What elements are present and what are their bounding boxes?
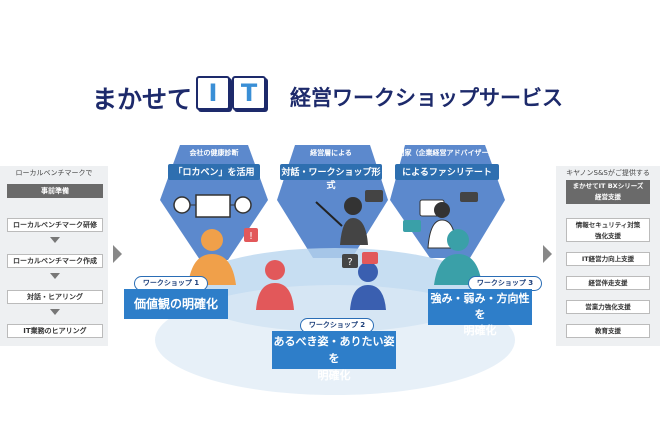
presenter-figure	[315, 190, 383, 245]
down-arrow-icon	[50, 273, 60, 279]
support-series-label: まかせてIT BXシリーズ 経営支援	[566, 180, 650, 204]
service-title: 経営ワークショップサービス	[290, 86, 563, 110]
brand-logo-text: まかせて	[92, 85, 193, 114]
brand-logo-t-tile: T	[232, 76, 266, 110]
left-panel-heading: ローカルベンチマークで	[15, 169, 93, 177]
hex2-caption: 経営層による	[310, 149, 352, 157]
workshop3-line2: 明確化	[463, 324, 497, 337]
brand-logo-i-tile: I	[196, 76, 230, 110]
step-benchmark-training: ローカルベンチマーク研修	[7, 218, 103, 232]
health-chart-icon	[173, 194, 252, 218]
support-series-line2: 経営支援	[595, 193, 621, 201]
workshop2-line1: あるべき姿・ありたい姿を	[273, 335, 395, 365]
participant-red	[256, 260, 294, 310]
support-series-line1: まかせてIT BXシリーズ	[572, 182, 644, 190]
service-security-line2: 強化支援	[595, 232, 621, 240]
hex3-caption: 専門家（企業経営アドバイザー）	[390, 149, 496, 157]
workshop2-line2: 明確化	[317, 369, 351, 382]
down-arrow-icon	[50, 309, 60, 315]
hex1-caption: 会社の健康診断	[189, 149, 239, 157]
workshop3-line1: 強み・弱み・方向性を	[430, 292, 530, 321]
participant-blue: ?	[342, 252, 386, 310]
hex2-main: 対話・ワークショップ形式	[281, 168, 381, 191]
workshop-illustration: ! ?	[155, 145, 515, 395]
step-it-hearing: IT業務のヒアリング	[7, 324, 103, 338]
service-sales-support: 営業力強化支援	[566, 300, 650, 314]
service-it-management-support: IT経営力向上支援	[566, 252, 650, 266]
service-security-support: 情報セキュリティ対策 強化支援	[566, 218, 650, 242]
service-security-line1: 情報セキュリティ対策	[575, 221, 641, 229]
step-dialogue-hearing: 対話・ヒアリング	[7, 290, 103, 304]
hex3-main: によるファシリテート	[402, 168, 492, 178]
step-benchmark-creation: ローカルベンチマーク作成	[7, 254, 103, 268]
right-arrow-icon	[113, 245, 122, 263]
hex1-main: 「ロカベン」を活用	[173, 168, 255, 178]
service-management-accompaniment: 経営伴走支援	[566, 276, 650, 290]
service-education-support: 教育支援	[566, 324, 650, 338]
preparation-label: 事前準備	[7, 184, 103, 198]
workshop3-box: 強み・弱み・方向性を 明確化	[428, 289, 532, 337]
svg-text:?: ?	[347, 257, 352, 268]
workshop2-box: あるべき姿・ありたい姿を 明確化	[272, 331, 396, 382]
down-arrow-icon	[50, 237, 60, 243]
workshop1-box: 価値観の明確化	[124, 289, 228, 319]
right-arrow-icon	[543, 245, 552, 263]
right-panel-heading: キヤノンS&Sがご提供する	[566, 169, 650, 177]
svg-text:!: !	[249, 231, 253, 242]
